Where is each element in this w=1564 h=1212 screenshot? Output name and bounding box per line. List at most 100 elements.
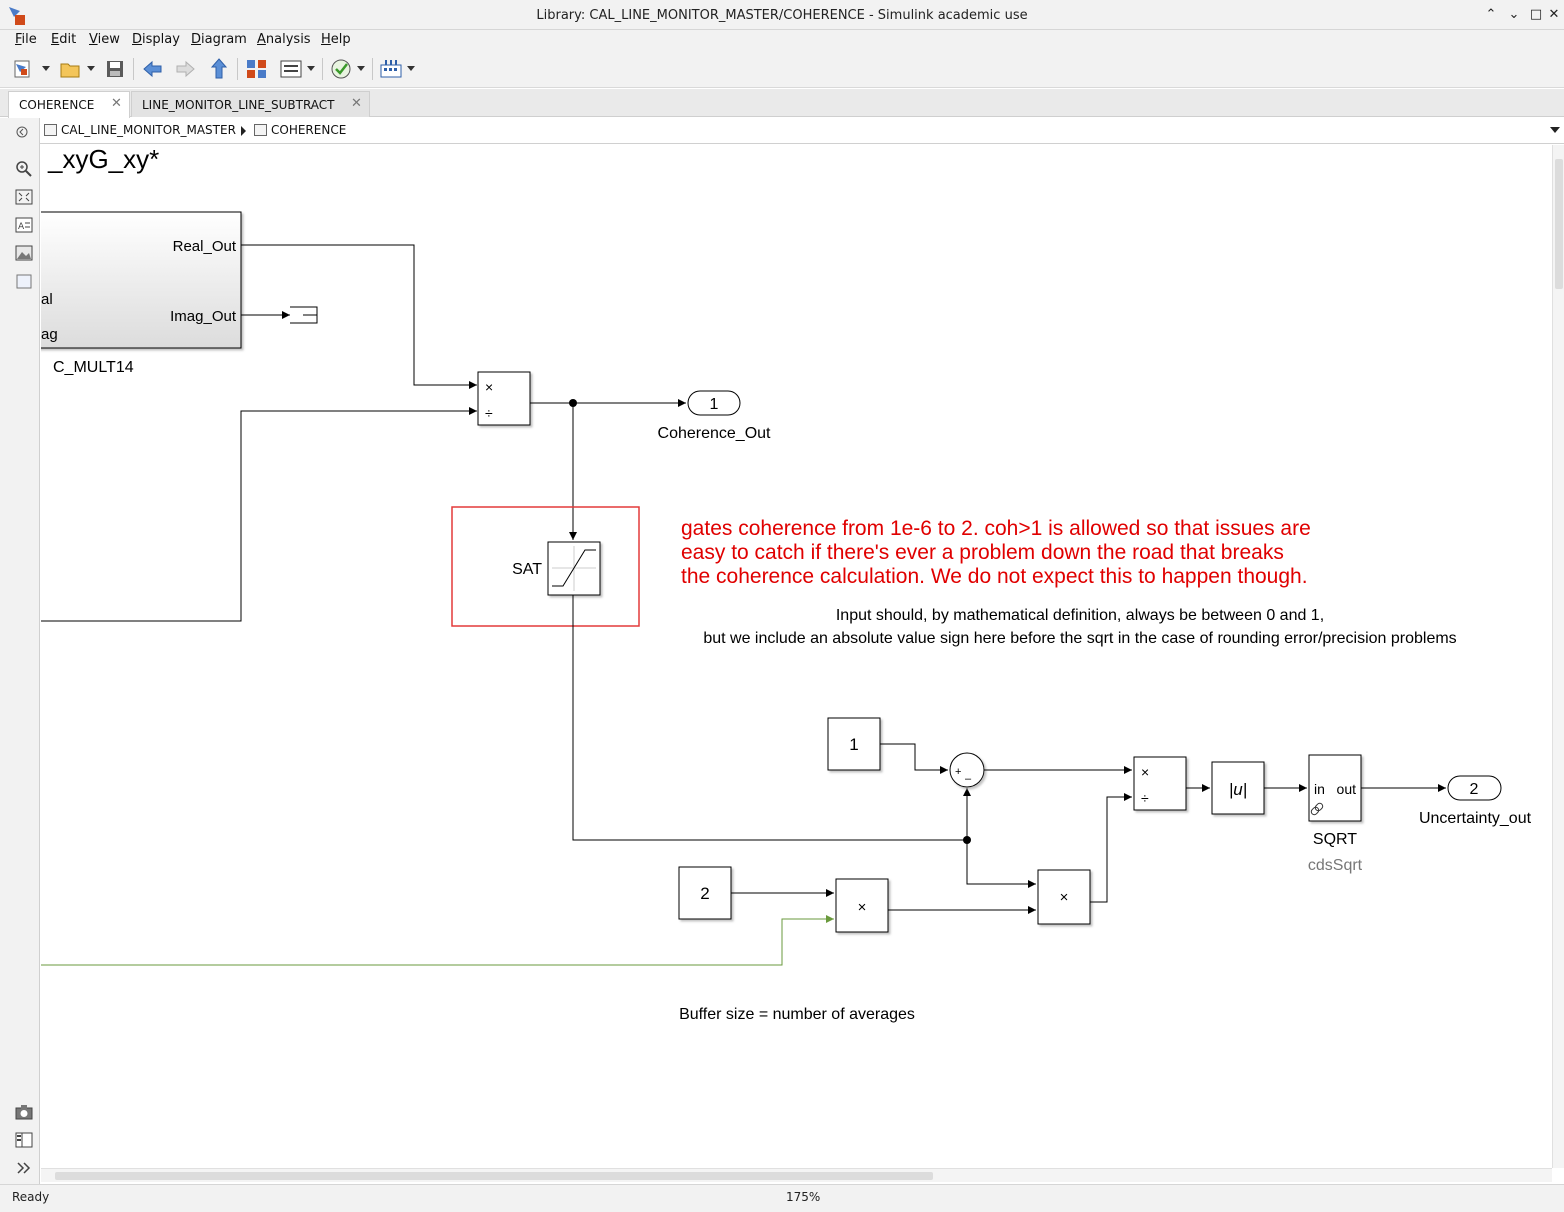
open-icon[interactable] <box>57 56 83 82</box>
horizontal-scroll-thumb[interactable] <box>55 1172 933 1180</box>
check-dropdown-icon[interactable] <box>357 66 365 71</box>
saturation-block[interactable] <box>547 541 601 596</box>
breadcrumb-dropdown-icon[interactable] <box>1550 127 1560 133</box>
c-mult14-name: C_MULT14 <box>53 359 134 376</box>
new-model-dropdown-icon[interactable] <box>42 66 50 71</box>
camera-icon[interactable] <box>14 1102 34 1122</box>
open-dropdown-icon[interactable] <box>87 66 95 71</box>
tab-close-icon[interactable]: ✕ <box>351 96 362 111</box>
zoom-level[interactable]: 175% <box>786 1190 821 1204</box>
vertical-scrollbar[interactable] <box>1552 145 1564 1168</box>
tab-close-icon[interactable]: ✕ <box>111 96 122 111</box>
outport-coherence-out[interactable]: 1 <box>687 390 741 416</box>
constant-block-2[interactable]: 2 <box>678 866 732 920</box>
menu-diagram[interactable]: Diagram <box>191 32 247 47</box>
image-icon[interactable] <box>14 243 34 263</box>
toolbar-separator <box>133 58 134 80</box>
menu-view[interactable]: View <box>89 32 120 47</box>
multiply-symbol: × <box>1141 764 1149 780</box>
outport-uncertainty-out-label: Uncertainty_out <box>1419 810 1532 827</box>
diagram-svg: _xyG_xy* Real_Out Imag_Out al ag C_MULT1… <box>41 145 1532 1023</box>
menu-bar: File Edit View Display Diagram Analysis … <box>0 30 1564 50</box>
signal-line[interactable] <box>1090 793 1132 903</box>
save-icon[interactable] <box>102 56 128 82</box>
restore-button[interactable]: ⌄ <box>1508 7 1520 22</box>
signal-line[interactable] <box>241 244 477 389</box>
highlight-area[interactable] <box>451 506 640 627</box>
product-block-a[interactable]: × <box>835 878 889 933</box>
minus-sign: – <box>965 773 972 785</box>
port-imag-out-label: Imag_Out <box>170 308 237 325</box>
sqrt-block[interactable]: in out <box>1308 754 1362 822</box>
model-config-icon[interactable] <box>278 56 304 82</box>
model-config-dropdown-icon[interactable] <box>307 66 315 71</box>
breadcrumb-item-coherence[interactable]: COHERENCE <box>271 123 347 137</box>
horizontal-scrollbar[interactable] <box>41 1168 1552 1182</box>
hide-browser-icon[interactable] <box>12 122 32 142</box>
product-block-b[interactable]: × <box>1037 869 1091 925</box>
multiply-symbol: × <box>858 899 867 916</box>
green-signal-line[interactable] <box>41 915 834 966</box>
divide-block-2[interactable]: × ÷ <box>1133 756 1187 811</box>
sum-block[interactable]: + – <box>949 752 985 788</box>
diagram-canvas[interactable]: _xyG_xy* Real_Out Imag_Out al ag C_MULT1… <box>41 145 1552 1168</box>
port-imag-in-label: ag <box>41 326 58 343</box>
subsystem-icon <box>44 124 57 136</box>
forward-icon[interactable] <box>172 56 198 82</box>
constant-block-1[interactable]: 1 <box>827 717 881 771</box>
divide-block-1[interactable]: × ÷ <box>477 371 531 426</box>
breadcrumb: CAL_LINE_MONITOR_MASTER COHERENCE <box>40 118 1564 144</box>
area-icon[interactable] <box>14 271 34 291</box>
library-browser-icon[interactable] <box>244 56 270 82</box>
divide-symbol: ÷ <box>1141 790 1149 806</box>
menu-edit[interactable]: Edit <box>51 32 77 47</box>
abs-block[interactable]: |u| <box>1211 761 1265 815</box>
signal-line[interactable] <box>966 840 1036 888</box>
multiply-symbol: × <box>485 379 493 395</box>
abs-label: |u| <box>1229 780 1247 799</box>
status-bar: Ready 175% <box>0 1184 1564 1212</box>
partial-title: _xyG_xy* <box>47 145 159 174</box>
signal-line[interactable] <box>880 743 948 774</box>
menu-display[interactable]: Display <box>132 32 180 47</box>
model-browser-icon[interactable] <box>14 1130 34 1150</box>
red-comment-line-3[interactable]: the coherence calculation. We do not exp… <box>681 565 1308 588</box>
breadcrumb-arrow-icon[interactable] <box>241 126 246 136</box>
tab-line-monitor-line-subtract[interactable]: LINE_MONITOR_LINE_SUBTRACT ✕ <box>131 91 370 117</box>
back-icon[interactable] <box>140 56 166 82</box>
breadcrumb-item-master[interactable]: CAL_LINE_MONITOR_MASTER <box>61 123 236 137</box>
expand-icon[interactable] <box>14 1158 34 1178</box>
sqrt-port-out-label: out <box>1337 781 1357 797</box>
menu-file[interactable]: File <box>15 32 37 47</box>
step-icon[interactable] <box>378 56 404 82</box>
svg-text:A: A <box>18 222 25 232</box>
step-dropdown-icon[interactable] <box>407 66 415 71</box>
tab-bar: COHERENCE ✕ LINE_MONITOR_LINE_SUBTRACT ✕ <box>0 89 1564 118</box>
tab-coherence[interactable]: COHERENCE ✕ <box>8 91 130 118</box>
sqrt-library-name: cdsSqrt <box>1308 857 1363 874</box>
red-comment-line-2[interactable]: easy to catch if there's ever a problem … <box>681 541 1284 564</box>
signal-line[interactable] <box>41 407 477 622</box>
fit-view-icon[interactable] <box>14 187 34 207</box>
note-line-1[interactable]: Input should, by mathematical definition… <box>836 607 1324 624</box>
new-model-icon[interactable] <box>10 56 36 82</box>
menu-analysis[interactable]: Analysis <box>257 32 311 47</box>
tab-label: COHERENCE <box>19 98 95 112</box>
c-mult14-block[interactable]: Real_Out Imag_Out al ag <box>41 211 242 349</box>
outport-uncertainty-out[interactable]: 2 <box>1447 775 1502 801</box>
vertical-scroll-thumb[interactable] <box>1555 159 1563 289</box>
minimize-button[interactable]: ⌃ <box>1485 7 1497 22</box>
annotation-icon[interactable]: A <box>14 215 34 235</box>
signal-line[interactable] <box>572 595 966 841</box>
zoom-icon[interactable] <box>14 159 34 179</box>
port-real-out-label: Real_Out <box>173 238 237 255</box>
outport-number: 1 <box>710 396 719 413</box>
menu-help[interactable]: Help <box>321 32 351 47</box>
red-comment-line-1[interactable]: gates coherence from 1e-6 to 2. coh>1 is… <box>681 517 1311 540</box>
check-icon[interactable] <box>328 56 354 82</box>
close-window-button[interactable]: ✕ <box>1548 7 1560 22</box>
note-line-2[interactable]: but we include an absolute value sign he… <box>703 630 1456 647</box>
up-icon[interactable] <box>206 56 232 82</box>
maximize-button[interactable]: □ <box>1529 7 1543 22</box>
buffer-note[interactable]: Buffer size = number of averages <box>679 1006 915 1023</box>
